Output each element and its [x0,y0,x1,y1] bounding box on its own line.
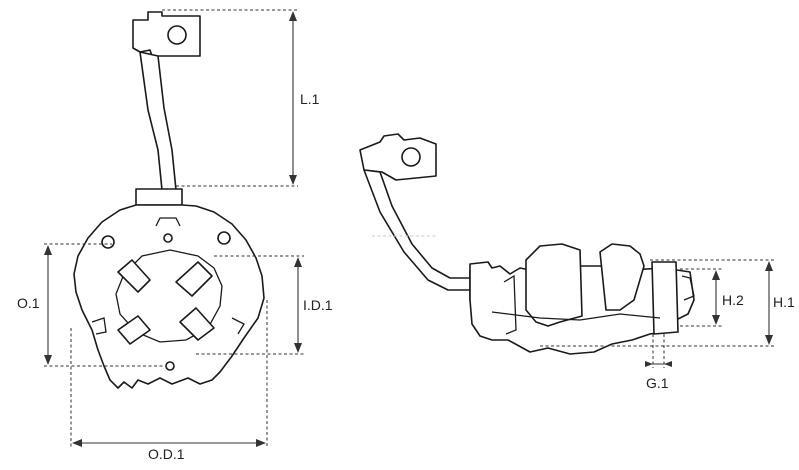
front-view [73,11,265,389]
brush-block-center-side [599,243,645,311]
brush-block-left-side [525,243,583,327]
wire-sleeve-front [135,188,183,206]
l1-arrow-top [289,11,297,21]
id1-label: I.D.1 [303,297,333,313]
od1-arrow-right [256,439,266,447]
g1-label: G.1 [646,375,669,391]
dimensions-front: L.1 O.1 I.D.1 O.D.1 [17,9,333,462]
l1-label: L.1 [300,91,320,107]
lead-wire-side [363,169,473,291]
brush-block-right-side [651,261,679,335]
brush-box-lower-left [117,315,151,345]
od1-arrow-left [72,439,82,447]
rim-tab-right [231,317,245,335]
g1-arrow-right [664,361,672,367]
side-view [359,133,695,355]
h2-label: H.2 [722,292,744,308]
o1-label: O.1 [17,295,40,311]
brush-box-upper-left [117,259,151,293]
terminal-tab-front [132,11,201,57]
brush-box-upper-right [175,261,213,297]
od1-label: O.D.1 [148,446,185,462]
h1-arrow-top [765,261,773,271]
h1-arrow-bottom [765,335,773,345]
mount-hole-left [101,235,115,249]
mount-hole-bottom [165,361,175,371]
id1-arrow-bottom [294,343,302,353]
h2-arrow-bottom [712,315,720,325]
g1-arrow-left [645,361,653,367]
o1-arrow-top [44,245,52,255]
l1-arrow-bottom [289,175,297,185]
dimensions-side: H.1 H.2 G.1 [540,259,795,391]
lead-wire-front [139,51,177,191]
h1-label: H.1 [773,294,795,310]
inner-opening-front [115,249,223,343]
rim-tab-left [91,317,107,335]
base-flange-side [491,311,661,321]
mount-hole-top [163,233,173,243]
o1-arrow-bottom [44,355,52,365]
terminal-hole-side [401,147,421,167]
rim-tab-top [155,217,181,227]
brush-box-lower-right [179,307,215,341]
spring-arm-right-side [681,275,695,301]
spring-arm-left-side [503,274,517,335]
h2-arrow-top [712,270,720,280]
mount-hole-right [217,231,231,245]
terminal-hole-front [167,25,187,45]
brush-plate-front [73,204,265,389]
id1-arrow-top [294,257,302,267]
